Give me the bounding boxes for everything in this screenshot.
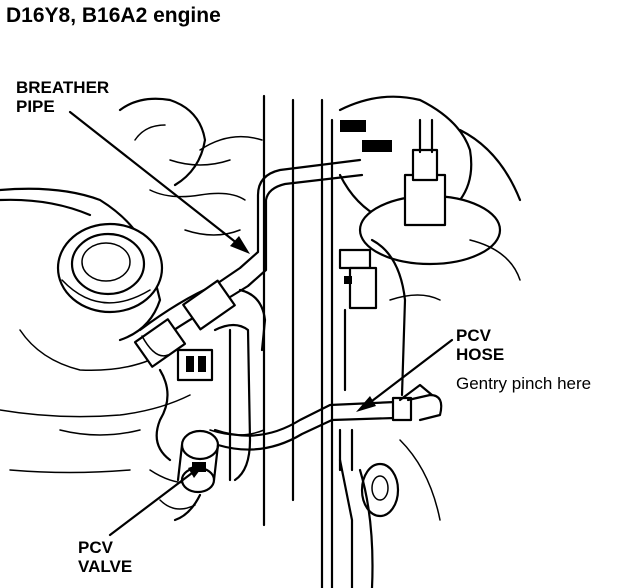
pcv-valve-shape [173,429,220,522]
engine-block [0,97,263,474]
breather-pipe-label-line1: BREATHER [16,78,110,97]
pcv-valve-leader [108,462,206,537]
pcv-hose-note: Gentry pinch here [456,374,592,393]
pcv-hose-label-line1: PCV [456,326,491,345]
distributor-area [338,95,522,281]
pcv-hose-shape [213,383,443,472]
panel-edges [262,94,334,588]
breather-pipe-label: BREATHER PIPE [16,78,109,116]
pcv-hose-label-line2: HOSE [456,345,505,365]
oil-filler-cap [56,222,164,314]
pcv-valve-label-line1: PCV [78,538,113,557]
pcv-hose-label: PCV HOSE [456,326,504,364]
right-lower-components [338,238,441,588]
breather-pipe-label-line2: PIPE [16,97,55,117]
breather-pipe-shape [133,158,364,368]
lower-left-fittings [149,288,267,510]
diagram-title: D16Y8, B16A2 engine [6,4,221,27]
pcv-hose-leader [356,338,454,412]
pcv-valve-label: PCV VALVE [78,538,132,576]
breather-pipe-leader [68,110,250,254]
pcv-valve-label-line2: VALVE [78,557,133,577]
